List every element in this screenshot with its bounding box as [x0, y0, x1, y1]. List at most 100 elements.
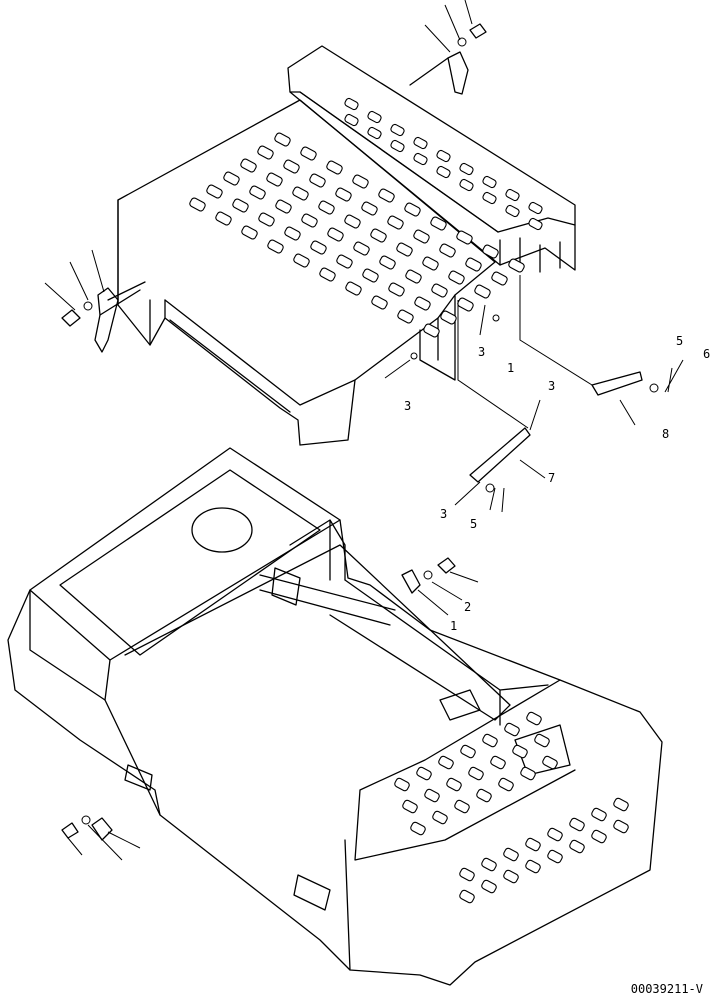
vent-slot	[520, 766, 536, 781]
washer-icon	[649, 383, 659, 393]
vent-slot	[460, 744, 476, 759]
drawing-reference-number: 00039211-V	[630, 982, 703, 996]
vent-slot	[215, 211, 232, 226]
vent-slot	[504, 722, 520, 737]
vent-slot	[293, 253, 310, 268]
callout-1a: 1	[507, 361, 514, 375]
callout-3c: 3	[548, 379, 555, 393]
vent-slot	[394, 777, 410, 792]
vent-slot	[436, 165, 451, 179]
vent-slot	[424, 788, 440, 803]
vent-slot	[249, 185, 266, 200]
vent-slot	[367, 126, 382, 140]
vent-slot	[508, 258, 525, 273]
vent-slot	[542, 755, 558, 770]
callout-3e: 3	[440, 507, 447, 521]
stay-rod-8	[591, 371, 643, 396]
vent-slot	[413, 152, 428, 166]
vent-slot	[459, 889, 475, 904]
vent-slot	[344, 113, 359, 127]
vent-slot	[491, 271, 508, 286]
vent-slot	[319, 267, 336, 282]
washer-icon	[410, 352, 418, 360]
vent-slot	[310, 240, 327, 255]
vent-slot	[468, 766, 484, 781]
vent-slot	[240, 158, 257, 173]
vent-slot	[422, 256, 439, 271]
washer-icon	[457, 37, 467, 47]
vent-slot	[528, 217, 543, 231]
vent-slot	[456, 230, 473, 245]
vent-slot	[378, 188, 395, 203]
vent-slot	[474, 284, 491, 299]
vent-slot	[275, 199, 292, 214]
vent-slot	[448, 270, 465, 285]
vent-slot	[344, 214, 361, 229]
vent-slot	[390, 139, 405, 153]
vent-slot	[459, 178, 474, 192]
vent-slot	[459, 867, 475, 882]
vent-slot	[387, 215, 404, 230]
callout-8: 8	[662, 427, 669, 441]
vent-slot	[423, 323, 440, 338]
callout-1b: 1	[450, 619, 457, 633]
vent-slot	[569, 839, 585, 854]
vent-slot	[430, 216, 447, 231]
vent-slot	[241, 225, 258, 240]
cover-vent-slots	[189, 132, 525, 338]
vent-slot	[526, 711, 542, 726]
callout-labels: 3 1 3 3 5 6 8 3 7 3 5 2 1	[404, 334, 710, 633]
vent-slot	[397, 309, 414, 324]
vent-slot	[257, 145, 274, 160]
vent-slot	[547, 849, 563, 864]
vent-slot	[482, 733, 498, 748]
vent-slot	[414, 296, 431, 311]
vent-slot	[405, 269, 422, 284]
stay-rod-7	[469, 427, 531, 483]
vent-slot	[436, 149, 451, 163]
lower-frame	[7, 447, 663, 986]
vent-slot	[390, 123, 405, 137]
vent-slot	[353, 241, 370, 256]
vent-slot	[416, 766, 432, 781]
vent-slot	[413, 136, 428, 150]
vent-slot	[512, 744, 528, 759]
stay-rods	[384, 275, 684, 513]
vent-slot	[438, 755, 454, 770]
vent-slot	[318, 200, 335, 215]
vent-slot	[292, 186, 309, 201]
vent-slot	[258, 212, 275, 227]
vent-slot	[301, 213, 318, 228]
vent-slot	[232, 198, 249, 213]
vent-slot	[413, 229, 430, 244]
washer-icon	[81, 815, 91, 825]
vent-slot	[505, 188, 520, 202]
vent-slot	[591, 807, 607, 822]
vent-slot	[481, 879, 497, 894]
callout-5: 5	[676, 334, 683, 348]
vent-slot	[361, 201, 378, 216]
vent-slot	[223, 171, 240, 186]
vent-slot	[362, 268, 379, 283]
vent-slot	[454, 799, 470, 814]
vent-slot	[476, 788, 492, 803]
vent-slot	[440, 310, 457, 325]
base-vent-slots	[394, 711, 629, 904]
washer-icon	[83, 301, 93, 311]
vent-slot	[528, 201, 543, 215]
vent-slot	[309, 173, 326, 188]
washer-icon	[485, 483, 495, 493]
vent-slot	[274, 132, 291, 147]
vent-slot	[206, 184, 223, 199]
vent-slot	[482, 175, 497, 189]
vent-slot	[336, 254, 353, 269]
vent-slot	[465, 257, 482, 272]
callout-7: 7	[548, 471, 555, 485]
cover-vent-slots	[344, 97, 543, 231]
vent-slot	[481, 857, 497, 872]
bolt-icon	[469, 23, 487, 39]
vent-slot	[613, 819, 629, 834]
vent-slot	[345, 281, 362, 296]
vent-slot	[402, 799, 418, 814]
